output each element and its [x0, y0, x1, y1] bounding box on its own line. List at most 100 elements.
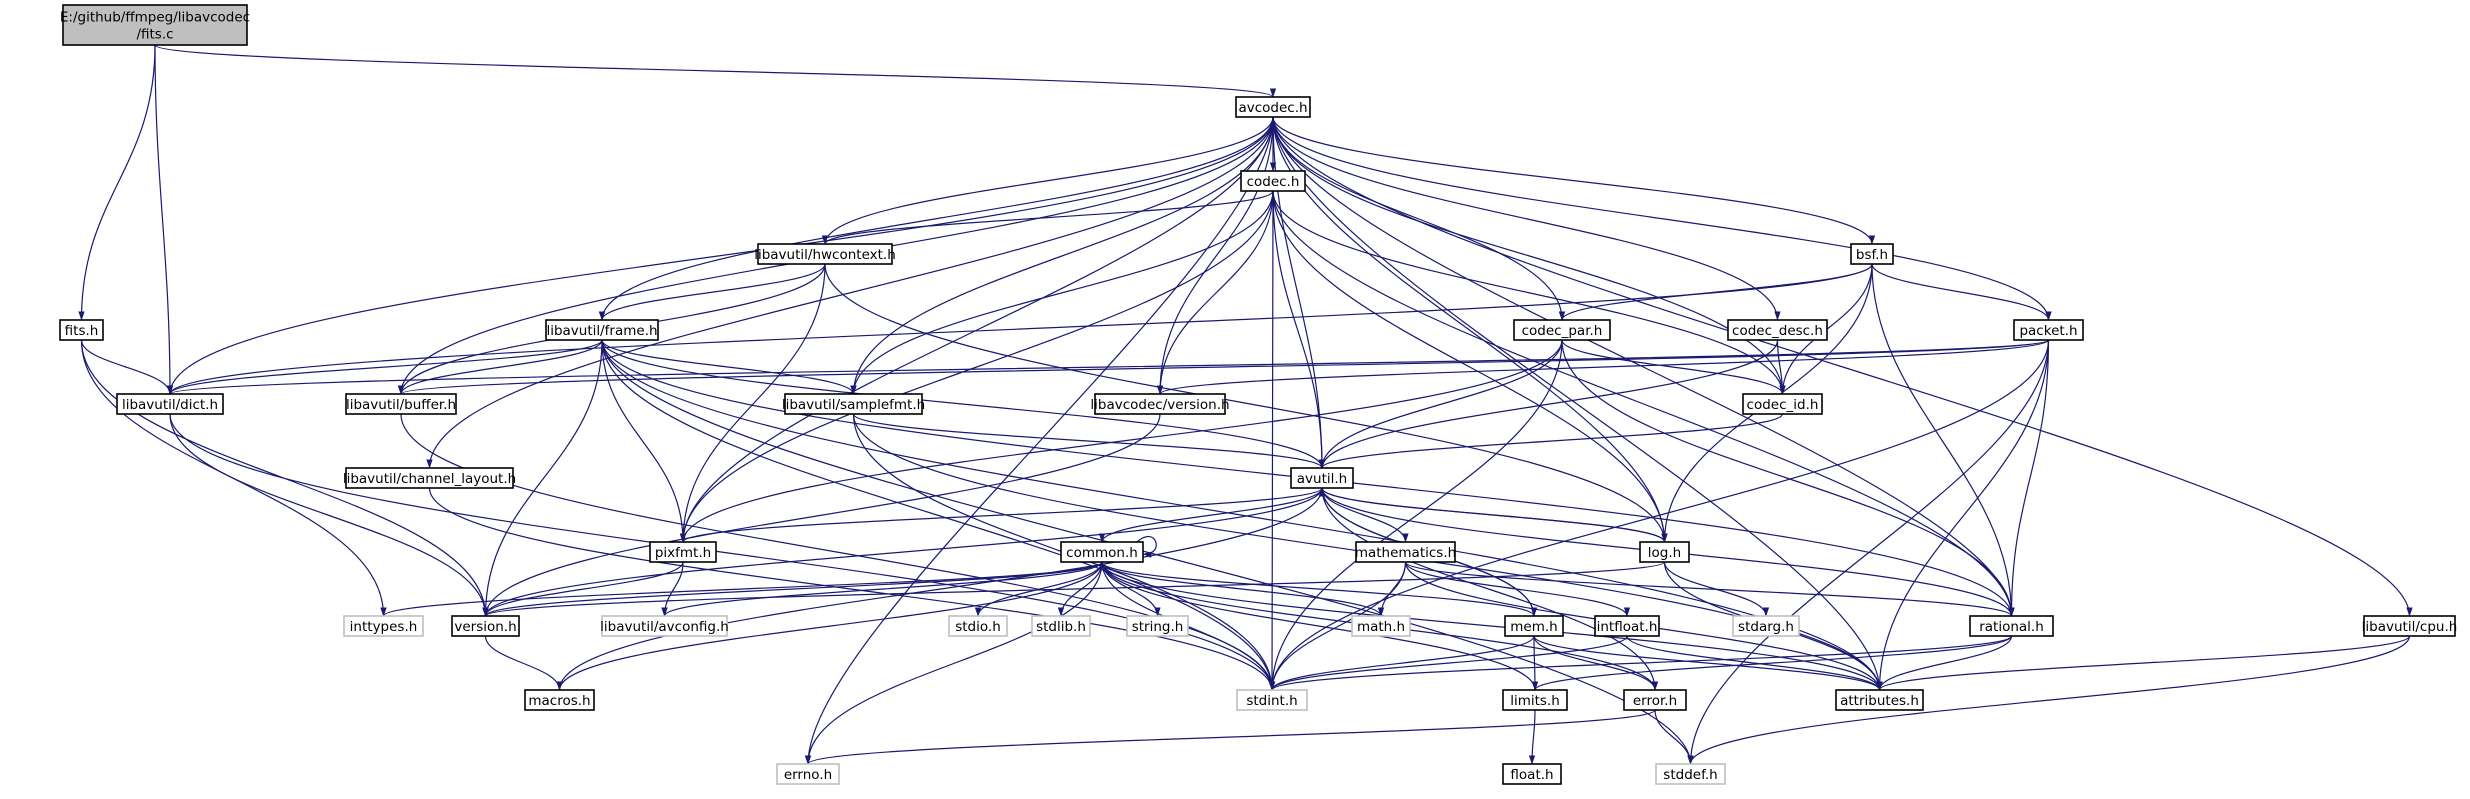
node-label-log: log.h	[1648, 545, 1681, 561]
node-hwcontext[interactable]: libavutil/hwcontext.h	[754, 243, 896, 265]
node-lavc_version[interactable]: libavcodec/version.h	[1090, 393, 1230, 415]
edge-cpu-to-attributes	[1876, 635, 2411, 691]
node-errno[interactable]: errno.h	[776, 763, 840, 785]
node-bsf[interactable]: bsf.h	[1850, 243, 1894, 265]
node-pixfmt[interactable]: pixfmt.h	[649, 541, 717, 563]
node-box-rational	[1969, 615, 2054, 637]
node-box-packet	[2013, 319, 2084, 341]
node-inttypes[interactable]: inttypes.h	[343, 615, 424, 637]
node-fits[interactable]: fits.h	[59, 319, 104, 341]
edge-avcodec-to-hwcontext	[821, 116, 1274, 245]
node-buffer[interactable]: libavutil/buffer.h	[345, 393, 457, 415]
edge-avutil-to-version	[482, 487, 1323, 617]
edge-avutil-to-macros	[556, 487, 1323, 691]
edge-mem-to-error	[1533, 635, 1659, 691]
edge-avcodec-to-attributes	[1272, 116, 1883, 691]
node-log[interactable]: log.h	[1639, 541, 1690, 563]
node-avconfig[interactable]: libavutil/avconfig.h	[600, 615, 729, 637]
node-common[interactable]: common.h	[1060, 541, 1144, 563]
node-layer: E:/github/ffmpeg/libavcodec/fits.c avcode…	[59, 4, 2458, 785]
edge-codec-to-stdint	[1268, 190, 1276, 691]
node-float[interactable]: float.h	[1502, 763, 1562, 785]
node-box-codec_desc	[1727, 319, 1828, 341]
node-box-limits	[1502, 689, 1568, 711]
node-root[interactable]: E:/github/ffmpeg/libavcodec/fits.c	[60, 4, 250, 46]
node-box-stdarg	[1732, 615, 1800, 637]
edge-avcodec-to-codec_par	[1272, 116, 1566, 321]
node-dict[interactable]: libavutil/dict.h	[116, 393, 224, 415]
edge-common-to-errno	[804, 561, 1103, 765]
edge-common-to-inttypes	[380, 561, 1103, 617]
node-stdint[interactable]: stdint.h	[1236, 689, 1308, 711]
node-math[interactable]: math.h	[1351, 615, 1411, 637]
node-box-dict	[116, 393, 224, 415]
node-box-mathematics	[1355, 541, 1456, 563]
node-codec_id[interactable]: codec_id.h	[1742, 393, 1823, 415]
edge-avcodec-to-frame	[598, 116, 1274, 321]
edge-version-to-macros	[484, 635, 563, 691]
node-limits[interactable]: limits.h	[1502, 689, 1568, 711]
node-box-pixfmt	[649, 541, 717, 563]
edge-channel_layout-to-stdint	[428, 487, 1276, 691]
edge-mathematics-to-math	[1377, 561, 1407, 617]
node-packet[interactable]: packet.h	[2013, 319, 2084, 341]
node-label-channel_layout: libavutil/channel_layout.h	[343, 471, 516, 487]
edge-cpu-to-stddef	[1687, 635, 2411, 765]
node-string[interactable]: string.h	[1126, 615, 1189, 637]
node-error[interactable]: error.h	[1623, 689, 1687, 711]
node-box-math	[1351, 615, 1411, 637]
node-label-hwcontext: libavutil/hwcontext.h	[754, 247, 896, 263]
node-box-stdio	[948, 615, 1008, 637]
edge-mathematics-to-rational	[1404, 561, 2015, 617]
node-label-common: common.h	[1066, 545, 1138, 561]
node-label-stddef: stddef.h	[1663, 767, 1717, 783]
node-box-stdlib	[1031, 615, 1091, 637]
node-label-avconfig: libavutil/avconfig.h	[600, 619, 729, 635]
node-avcodec[interactable]: avcodec.h	[1235, 96, 1311, 118]
node-box-avconfig	[601, 615, 728, 637]
edge-packet-to-lavc_version	[1157, 339, 2050, 395]
node-codec_desc[interactable]: codec_desc.h	[1727, 319, 1828, 341]
node-box-buffer	[345, 393, 457, 415]
node-mem[interactable]: mem.h	[1504, 615, 1564, 637]
node-codec_par[interactable]: codec_par.h	[1513, 319, 1611, 341]
edge-avcodec-to-rational	[1272, 116, 2015, 617]
node-stdlib[interactable]: stdlib.h	[1031, 615, 1091, 637]
edge-common-to-avconfig	[661, 561, 1103, 617]
node-label-codec_par: codec_par.h	[1522, 323, 1603, 339]
node-stddef[interactable]: stddef.h	[1655, 763, 1726, 785]
node-box-errno	[776, 763, 840, 785]
node-stdio[interactable]: stdio.h	[948, 615, 1008, 637]
node-mathematics[interactable]: mathematics.h	[1355, 541, 1456, 563]
node-box-samplefmt	[784, 393, 923, 415]
node-stdarg[interactable]: stdarg.h	[1732, 615, 1800, 637]
node-label-root-1: /fits.c	[136, 27, 173, 43]
node-intfloat[interactable]: intfloat.h	[1594, 615, 1660, 637]
node-channel_layout[interactable]: libavutil/channel_layout.h	[343, 467, 516, 489]
edge-avcodec-to-channel_layout	[426, 116, 1274, 469]
node-samplefmt[interactable]: libavutil/samplefmt.h	[782, 393, 925, 415]
node-label-error: error.h	[1633, 693, 1677, 709]
edge-fits-to-dict	[80, 339, 174, 395]
node-codec[interactable]: codec.h	[1240, 170, 1306, 192]
edge-common-to-attributes	[1101, 561, 1883, 691]
node-frame[interactable]: libavutil/frame.h	[545, 319, 659, 341]
node-attributes[interactable]: attributes.h	[1835, 689, 1924, 711]
edge-lavc_version-to-version	[482, 413, 1161, 617]
node-label-errno: errno.h	[784, 767, 832, 783]
edge-packet-to-stdint	[1268, 339, 2050, 691]
node-version[interactable]: version.h	[451, 615, 520, 637]
node-avutil[interactable]: avutil.h	[1290, 467, 1354, 489]
edge-avcodec-to-errno	[804, 116, 1274, 765]
edge-avcodec-to-avutil	[1272, 116, 1326, 469]
node-rational[interactable]: rational.h	[1969, 615, 2054, 637]
edge-frame-to-dict	[167, 339, 603, 395]
node-cpu[interactable]: libavutil/cpu.h	[2362, 615, 2458, 637]
edge-intfloat-to-attributes	[1626, 635, 1883, 691]
edge-frame-to-samplefmt	[601, 339, 857, 395]
edge-codec_par-to-stdint	[1268, 339, 1563, 691]
node-macros[interactable]: macros.h	[524, 689, 595, 711]
edge-root-to-avcodec	[154, 44, 1276, 98]
edge-mem-to-stdint	[1268, 635, 1535, 691]
